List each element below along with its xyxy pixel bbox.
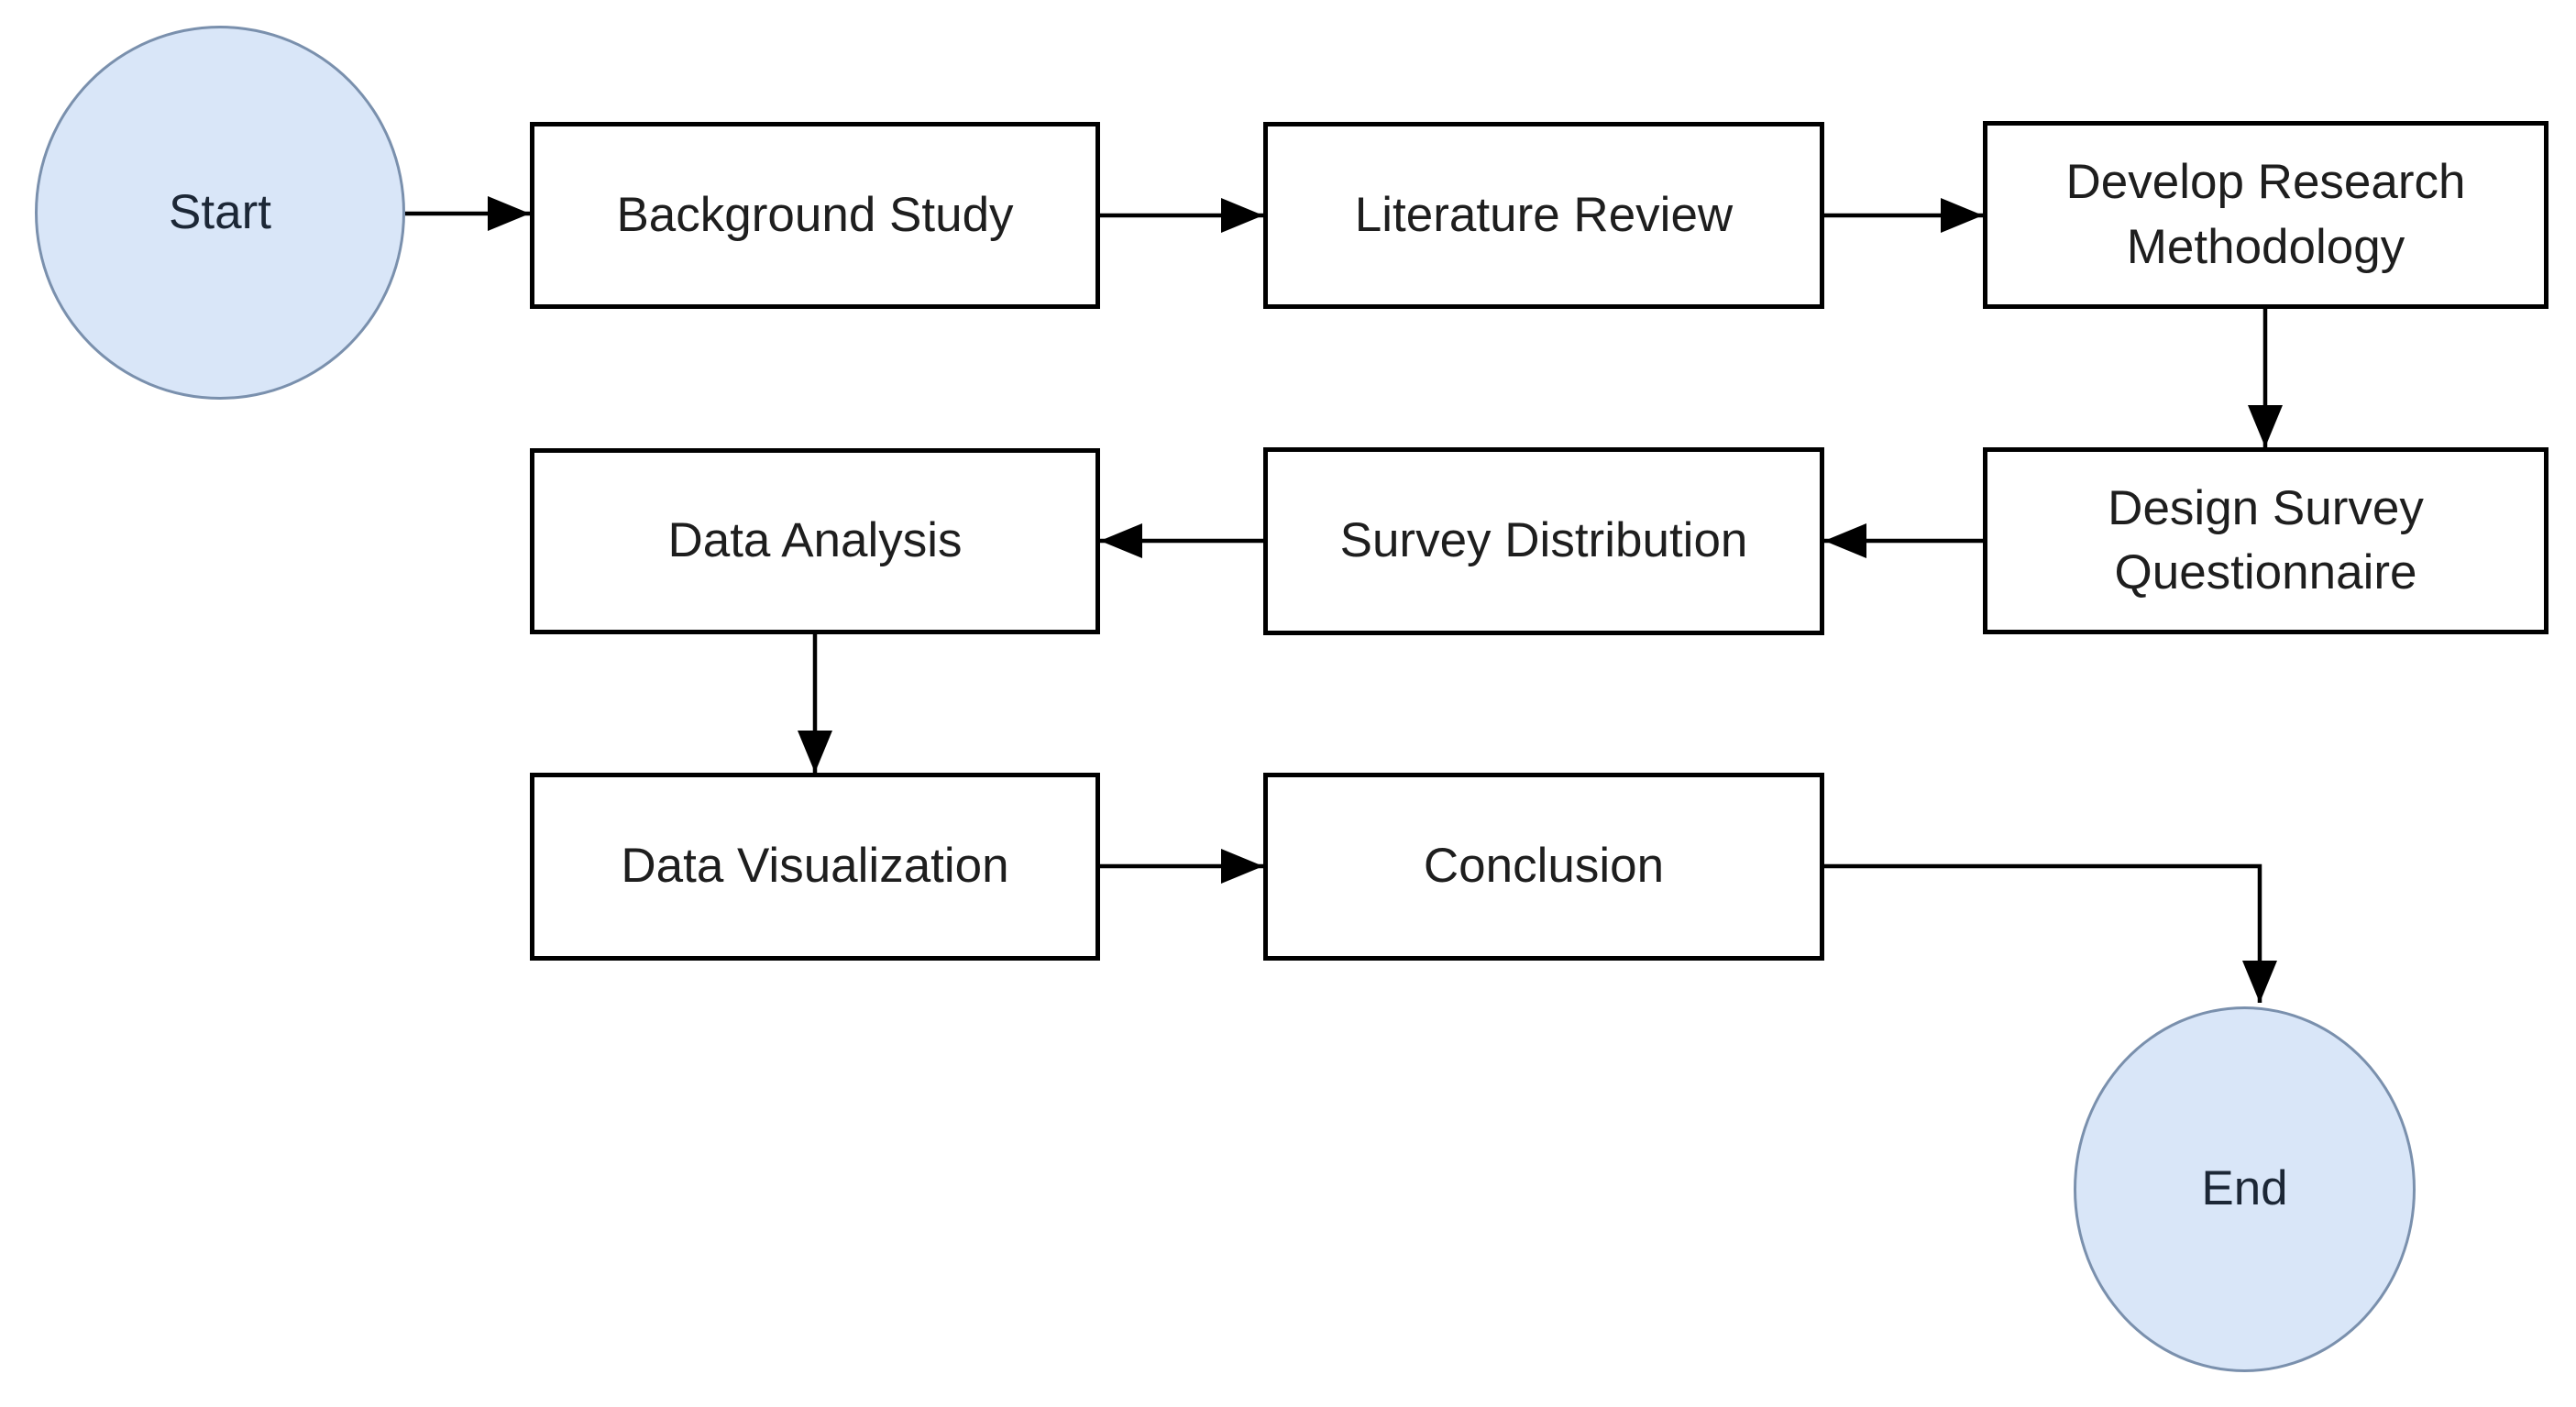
node-literature-review: Literature Review: [1263, 122, 1824, 309]
node-end-label: End: [2201, 1161, 2288, 1216]
node-develop-research-methodology: Develop Research Methodology: [1983, 121, 2548, 309]
node-data-visualization-label: Data Visualization: [621, 839, 1009, 894]
node-develop-research-methodology-label: Develop Research Methodology: [2065, 155, 2466, 274]
node-start-label: Start: [169, 184, 271, 239]
node-start: Start: [35, 26, 405, 400]
node-data-analysis-label: Data Analysis: [667, 513, 963, 568]
node-data-analysis: Data Analysis: [530, 448, 1100, 634]
node-conclusion-label: Conclusion: [1423, 839, 1665, 894]
node-conclusion: Conclusion: [1263, 773, 1824, 961]
node-end: End: [2074, 1006, 2416, 1372]
node-survey-distribution-label: Survey Distribution: [1339, 513, 1748, 568]
node-survey-distribution: Survey Distribution: [1263, 447, 1824, 635]
node-design-survey-questionnaire-label: Design Survey Questionnaire: [2108, 480, 2424, 599]
node-literature-review-label: Literature Review: [1354, 187, 1734, 242]
edge-conclusion-to-end: [1824, 863, 2277, 1003]
node-background-study: Background Study: [530, 122, 1100, 309]
node-background-study-label: Background Study: [616, 187, 1014, 242]
node-data-visualization: Data Visualization: [530, 773, 1100, 961]
node-design-survey-questionnaire: Design Survey Questionnaire: [1983, 447, 2548, 634]
